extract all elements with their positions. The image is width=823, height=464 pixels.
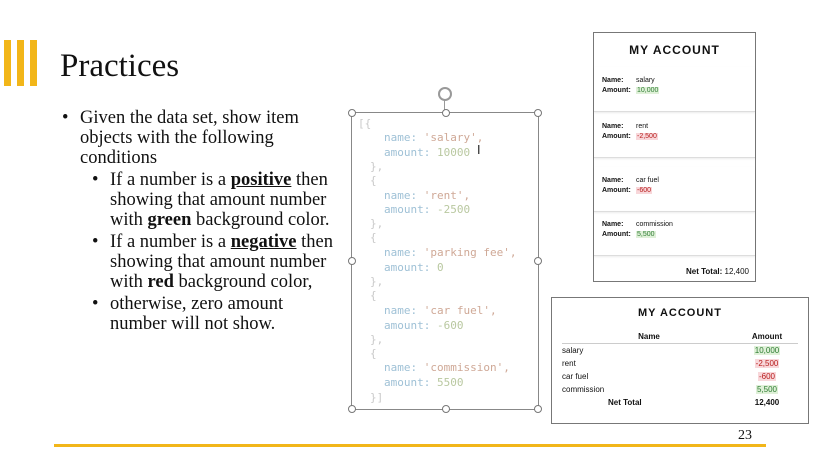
resize-handle[interactable] bbox=[442, 405, 450, 413]
accent-bar bbox=[17, 40, 24, 86]
code-textbox[interactable]: [{ name: 'salary', amount: 10000 I }, { … bbox=[348, 87, 542, 413]
slide-title: Practices bbox=[60, 48, 180, 84]
account-item: Name:salary Amount:10,000 bbox=[594, 67, 755, 112]
code-line: name: 'rent', bbox=[384, 189, 471, 202]
accent-bar bbox=[30, 40, 37, 86]
code-line: name: 'salary', bbox=[384, 131, 484, 144]
code-line: amount: 10000 bbox=[384, 146, 471, 159]
code-line: }, bbox=[370, 160, 384, 173]
table-row: rent-2,500 bbox=[562, 359, 780, 368]
code-line: amount: 5500 bbox=[384, 376, 464, 389]
resize-handle[interactable] bbox=[534, 257, 542, 265]
account-item: Name:rent Amount:-2,500 bbox=[594, 113, 755, 158]
code-line: name: 'commission', bbox=[384, 361, 510, 374]
resize-handle[interactable] bbox=[534, 109, 542, 117]
accent-bar bbox=[4, 40, 11, 86]
code-line: }, bbox=[370, 217, 384, 230]
code-line: { bbox=[370, 231, 377, 244]
account-item: Name:car fuel Amount:-600 bbox=[594, 167, 755, 212]
table-header-row: Name Amount bbox=[562, 329, 798, 344]
text-cursor-icon: I bbox=[477, 143, 481, 157]
code-line: [{ bbox=[358, 117, 372, 130]
rotate-handle-icon[interactable] bbox=[438, 87, 452, 101]
bullet-main: Given the data set, show item objects wi… bbox=[62, 108, 342, 168]
account-card: MY ACCOUNT Name:salary Amount:10,000 Nam… bbox=[593, 32, 756, 282]
account-card-title: MY ACCOUNT bbox=[629, 43, 720, 57]
bullet-negative: If a number is a negative then showing t… bbox=[92, 232, 342, 292]
bullet-zero: otherwise, zero amount number will not s… bbox=[92, 294, 342, 334]
code-line: amount: -600 bbox=[384, 319, 464, 332]
code-line: name: 'parking fee', bbox=[384, 246, 517, 259]
code-line: }, bbox=[370, 333, 384, 346]
resize-handle[interactable] bbox=[348, 405, 356, 413]
table-row: car fuel-600 bbox=[562, 372, 776, 381]
account-item: Name:commission Amount:5,500 bbox=[594, 211, 755, 256]
code-line: name: 'car fuel', bbox=[384, 304, 497, 317]
rotate-line bbox=[444, 99, 445, 113]
net-total: Net Total: 12,400 bbox=[686, 267, 749, 276]
bullet-positive: If a number is a positive then showing t… bbox=[92, 170, 342, 230]
page-number: 23 bbox=[738, 428, 752, 443]
code-line: { bbox=[370, 347, 377, 360]
footer-line bbox=[54, 444, 766, 447]
resize-handle[interactable] bbox=[442, 109, 450, 117]
code-line: }, bbox=[370, 275, 384, 288]
code-line: { bbox=[370, 289, 377, 302]
account-table-title: MY ACCOUNT bbox=[638, 307, 722, 319]
resize-handle[interactable] bbox=[534, 405, 542, 413]
code-line: }] bbox=[370, 391, 384, 404]
code-line: { bbox=[370, 174, 377, 187]
code-line: amount: -2500 bbox=[384, 203, 471, 216]
resize-handle[interactable] bbox=[348, 109, 356, 117]
bullet-list: Given the data set, show item objects wi… bbox=[62, 108, 342, 334]
resize-handle[interactable] bbox=[348, 257, 356, 265]
code-line: amount: 0 bbox=[384, 261, 444, 274]
